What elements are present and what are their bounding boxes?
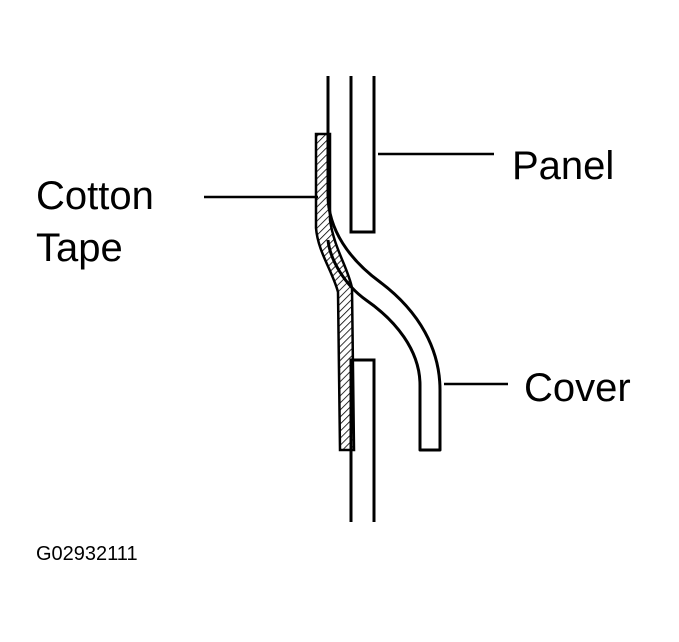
panel-label: Panel <box>512 144 615 188</box>
cover-label: Cover <box>524 366 631 410</box>
cotton-tape-label-line1: Cotton <box>36 174 154 218</box>
leader-lines <box>204 152 508 386</box>
figure-id: G02932111 <box>36 543 138 565</box>
panel-upper-right-edge <box>349 76 376 234</box>
cotton-tape <box>314 132 356 452</box>
cover-outline <box>326 194 442 452</box>
cotton-tape-label-line2: Tape <box>36 226 123 270</box>
